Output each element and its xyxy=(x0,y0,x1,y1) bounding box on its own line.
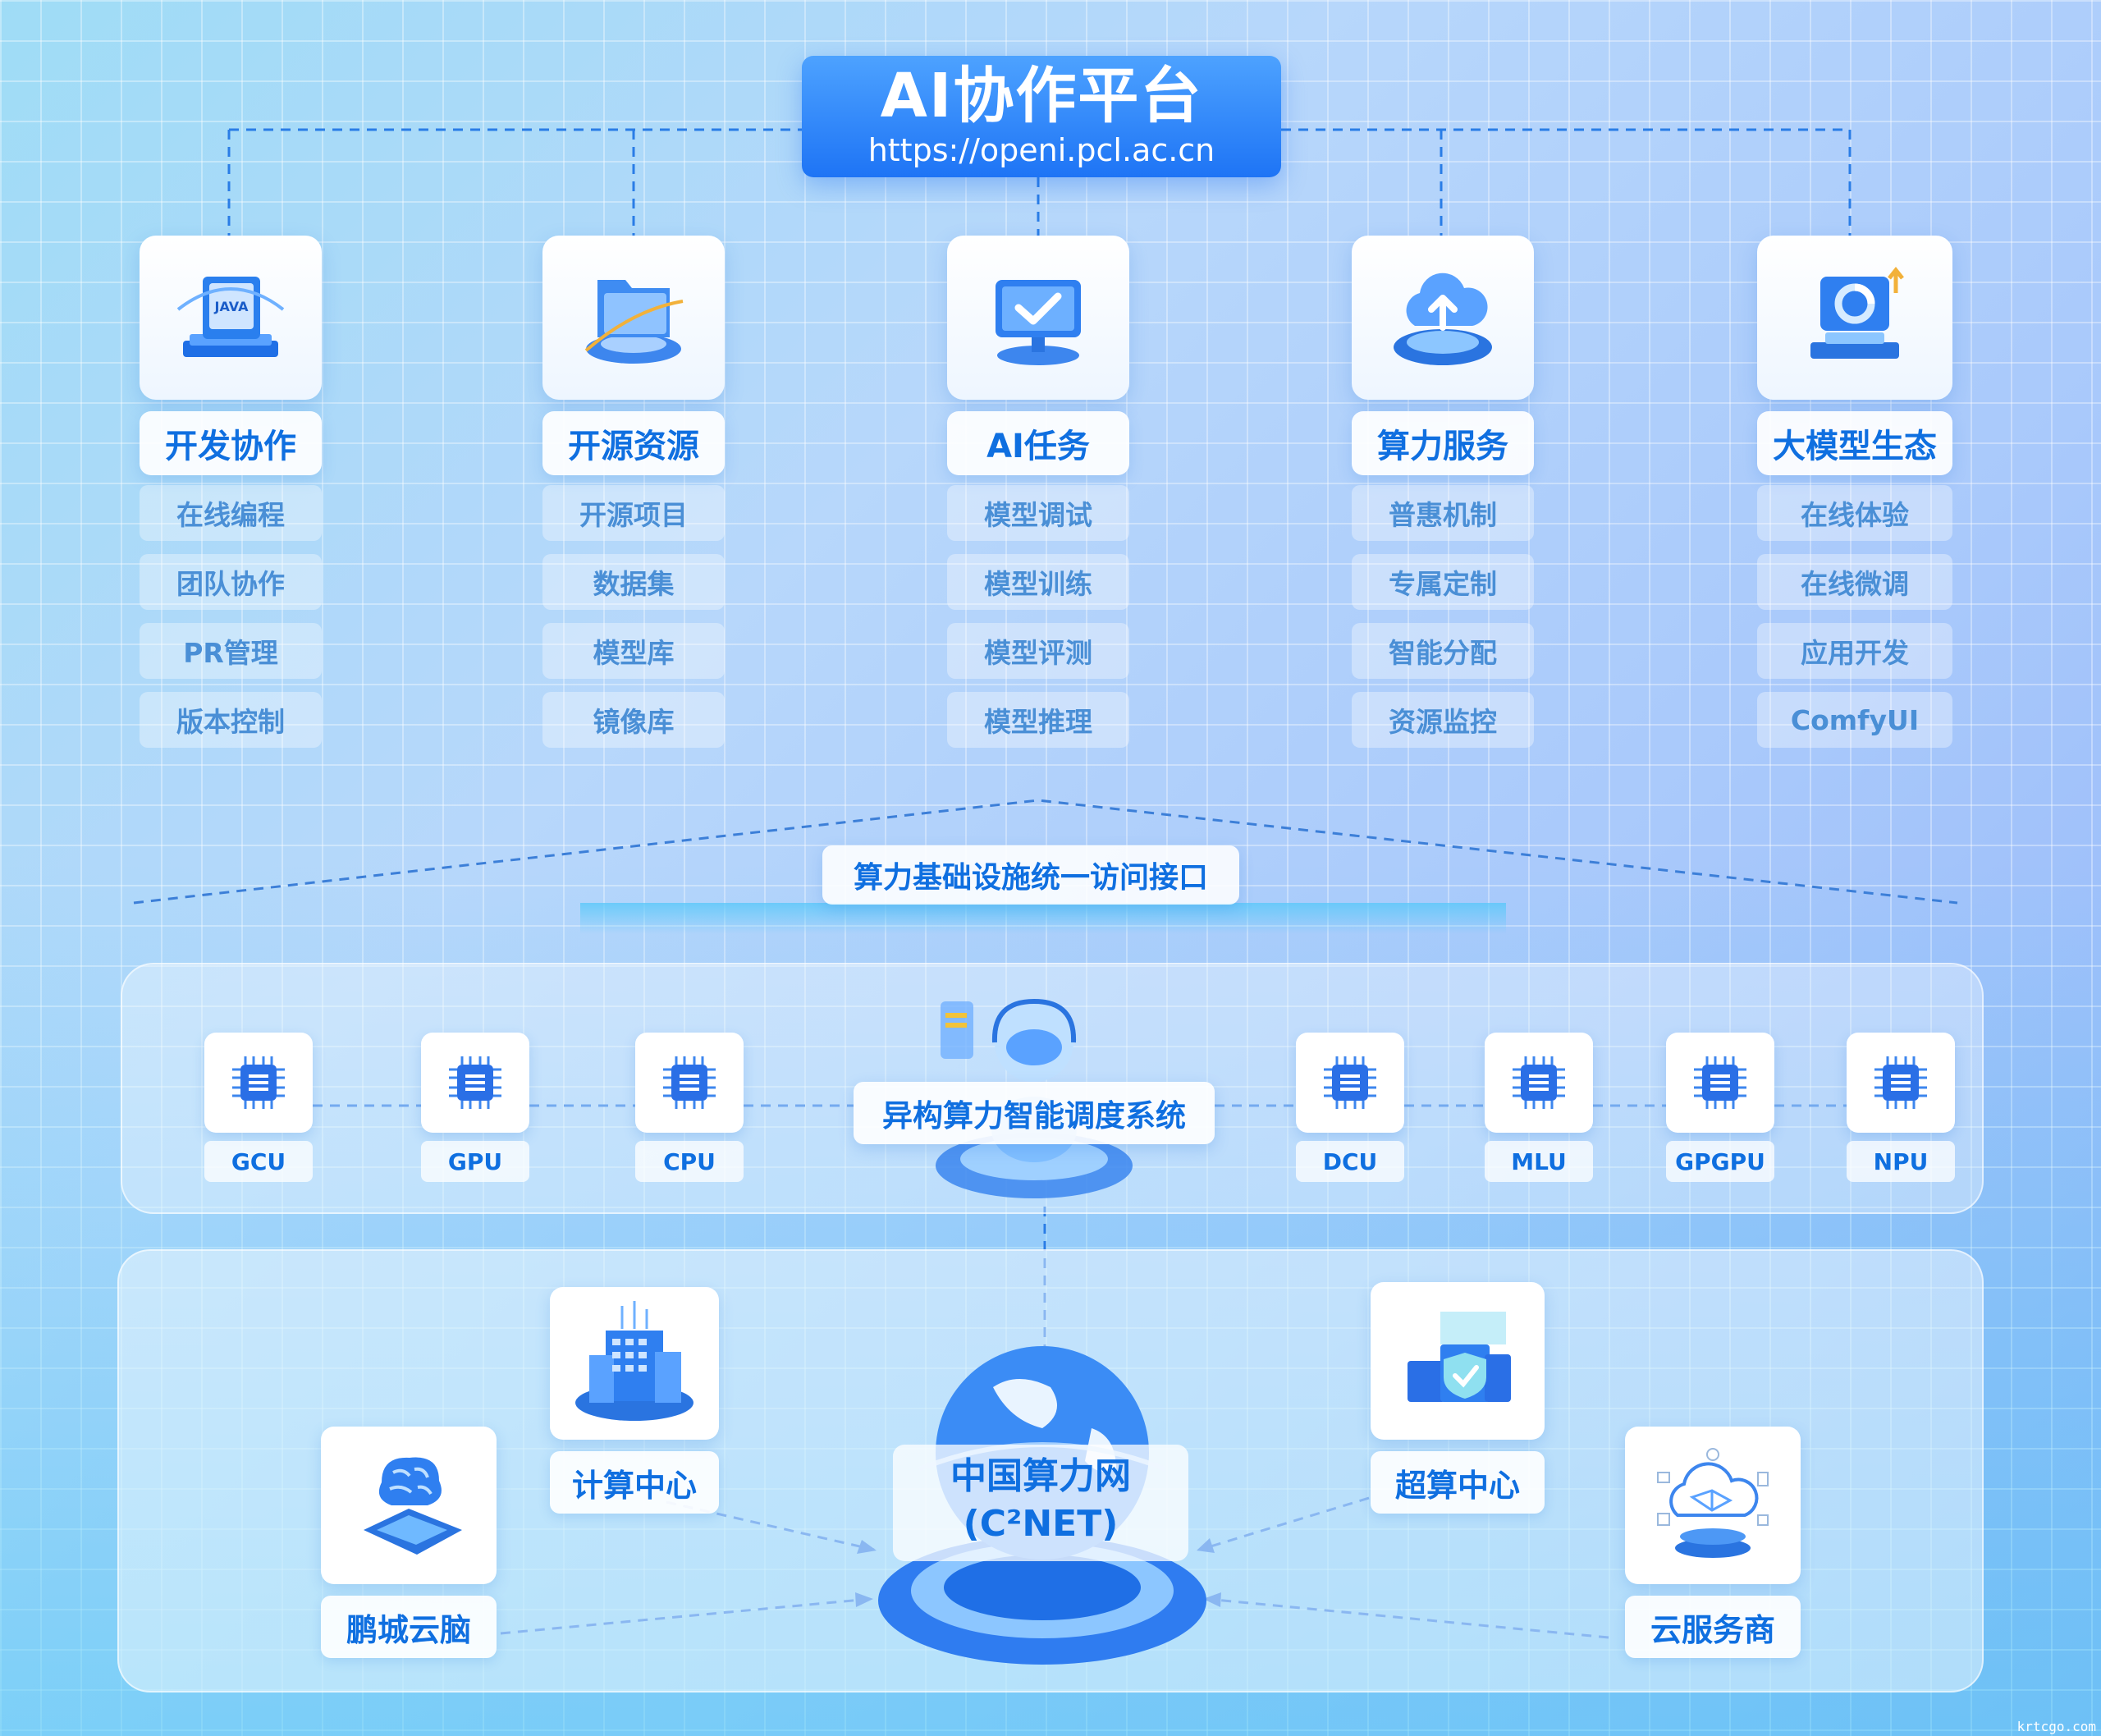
svg-text:JAVA: JAVA xyxy=(214,299,249,314)
item-model-library[interactable]: 模型库 xyxy=(542,623,725,679)
item-custom-dedicated[interactable]: 专属定制 xyxy=(1352,554,1534,610)
column-title[interactable]: 大模型生态 xyxy=(1757,411,1952,475)
chip-npu[interactable]: NPU xyxy=(1847,1033,1955,1182)
watermark: krtcgo.com xyxy=(2016,1719,2096,1734)
item-model-inference[interactable]: 模型推理 xyxy=(947,692,1129,748)
arrowhead-4 xyxy=(1203,1592,1221,1607)
chip-gpgpu[interactable]: GPGPU xyxy=(1666,1033,1774,1182)
item-version-control[interactable]: 版本控制 xyxy=(140,692,322,748)
node-label: 计算中心 xyxy=(550,1451,719,1514)
chip-dcu[interactable]: DCU xyxy=(1296,1033,1404,1182)
chip-icon xyxy=(1485,1033,1593,1133)
chip-mlu[interactable]: MLU xyxy=(1485,1033,1593,1182)
node-supercomputing-center[interactable]: 超算中心 xyxy=(1371,1282,1545,1514)
item-image-library[interactable]: 镜像库 xyxy=(542,692,725,748)
network-name: 中国算力网 xyxy=(950,1455,1131,1497)
chip-label: MLU xyxy=(1485,1141,1593,1182)
item-online-experience[interactable]: 在线体验 xyxy=(1757,485,1952,541)
node-label: 超算中心 xyxy=(1371,1451,1545,1514)
item-inclusive-mechanism[interactable]: 普惠机制 xyxy=(1352,485,1534,541)
heterogeneous-scheduler[interactable]: 异构算力智能调度系统 xyxy=(854,1082,1215,1144)
item-online-coding[interactable]: 在线编程 xyxy=(140,485,322,541)
column-dev-collab: JAVA 开发协作 在线编程 团队协作 PR管理 版本控制 xyxy=(140,236,322,748)
chip-label: DCU xyxy=(1296,1141,1404,1182)
java-screen-icon: JAVA xyxy=(140,236,322,400)
item-model-training[interactable]: 模型训练 xyxy=(947,554,1129,610)
column-title[interactable]: 开源资源 xyxy=(542,411,725,475)
item-open-projects[interactable]: 开源项目 xyxy=(542,485,725,541)
column-title[interactable]: AI任务 xyxy=(947,411,1129,475)
server-shield-icon xyxy=(1371,1282,1545,1440)
arrowhead-3 xyxy=(1197,1538,1215,1553)
cloud-network-icon xyxy=(1625,1427,1801,1584)
chip-label: GPU xyxy=(421,1141,529,1182)
node-compute-center[interactable]: 计算中心 xyxy=(550,1287,719,1514)
node-cloud-provider[interactable]: 云服务商 xyxy=(1625,1427,1801,1658)
item-resource-monitoring[interactable]: 资源监控 xyxy=(1352,692,1534,748)
arrowhead-2 xyxy=(855,1592,873,1607)
node-label: 鹏城云脑 xyxy=(321,1596,497,1658)
column-title[interactable]: 算力服务 xyxy=(1352,411,1534,475)
chip-gpu[interactable]: GPU xyxy=(421,1033,529,1182)
platform-url[interactable]: https://openi.pcl.ac.cn xyxy=(867,132,1215,168)
chip-icon xyxy=(1847,1033,1955,1133)
china-computing-network[interactable]: 中国算力网 (C²NET) xyxy=(893,1445,1188,1561)
chip-cpu[interactable]: CPU xyxy=(635,1033,744,1182)
column-open-resources: 开源资源 开源项目 数据集 模型库 镜像库 xyxy=(542,236,725,748)
item-pr-management[interactable]: PR管理 xyxy=(140,623,322,679)
chip-icon xyxy=(1296,1033,1404,1133)
chip-label: GCU xyxy=(204,1141,313,1182)
arrow-supercomputing xyxy=(1199,1496,1370,1551)
item-app-development[interactable]: 应用开发 xyxy=(1757,623,1952,679)
item-comfyui[interactable]: ComfyUI xyxy=(1757,692,1952,748)
item-online-finetune[interactable]: 在线微调 xyxy=(1757,554,1952,610)
item-team-collab[interactable]: 团队协作 xyxy=(140,554,322,610)
monitor-check-icon xyxy=(947,236,1129,400)
folder-icon xyxy=(542,236,725,400)
platform-header[interactable]: AI协作平台 https://openi.pcl.ac.cn xyxy=(802,56,1281,177)
chip-label: NPU xyxy=(1847,1141,1955,1182)
building-icon xyxy=(550,1287,719,1440)
item-datasets[interactable]: 数据集 xyxy=(542,554,725,610)
column-llm-ecosystem: 大模型生态 在线体验 在线微调 应用开发 ComfyUI xyxy=(1757,236,1952,748)
chip-gcu[interactable]: GCU xyxy=(204,1033,313,1182)
arrowhead-1 xyxy=(857,1540,877,1554)
chip-icon xyxy=(204,1033,313,1133)
unified-access-interface[interactable]: 算力基础设施统一访问接口 xyxy=(822,845,1239,905)
dashboard-chart-icon xyxy=(1757,236,1952,400)
cloud-upload-icon xyxy=(1352,236,1534,400)
network-code: (C²NET) xyxy=(963,1503,1119,1545)
item-model-evaluation[interactable]: 模型评测 xyxy=(947,623,1129,679)
node-label: 云服务商 xyxy=(1625,1596,1801,1658)
platform-title: AI协作平台 xyxy=(880,61,1203,131)
column-title[interactable]: 开发协作 xyxy=(140,411,322,475)
node-pengcheng-cloudbrain[interactable]: 鹏城云脑 xyxy=(321,1427,497,1658)
chip-icon xyxy=(1666,1033,1774,1133)
column-compute-services: 算力服务 普惠机制 专属定制 智能分配 资源监控 xyxy=(1352,236,1534,748)
column-ai-tasks: AI任务 模型调试 模型训练 模型评测 模型推理 xyxy=(947,236,1129,748)
arrow-cloud-provider xyxy=(1206,1597,1609,1639)
interface-band xyxy=(580,903,1506,934)
item-smart-allocation[interactable]: 智能分配 xyxy=(1352,623,1534,679)
chip-icon xyxy=(421,1033,529,1133)
brain-chip-icon xyxy=(321,1427,497,1584)
chip-icon xyxy=(635,1033,744,1133)
item-model-debug[interactable]: 模型调试 xyxy=(947,485,1129,541)
chip-label: CPU xyxy=(635,1141,744,1182)
chip-label: GPGPU xyxy=(1666,1141,1774,1182)
